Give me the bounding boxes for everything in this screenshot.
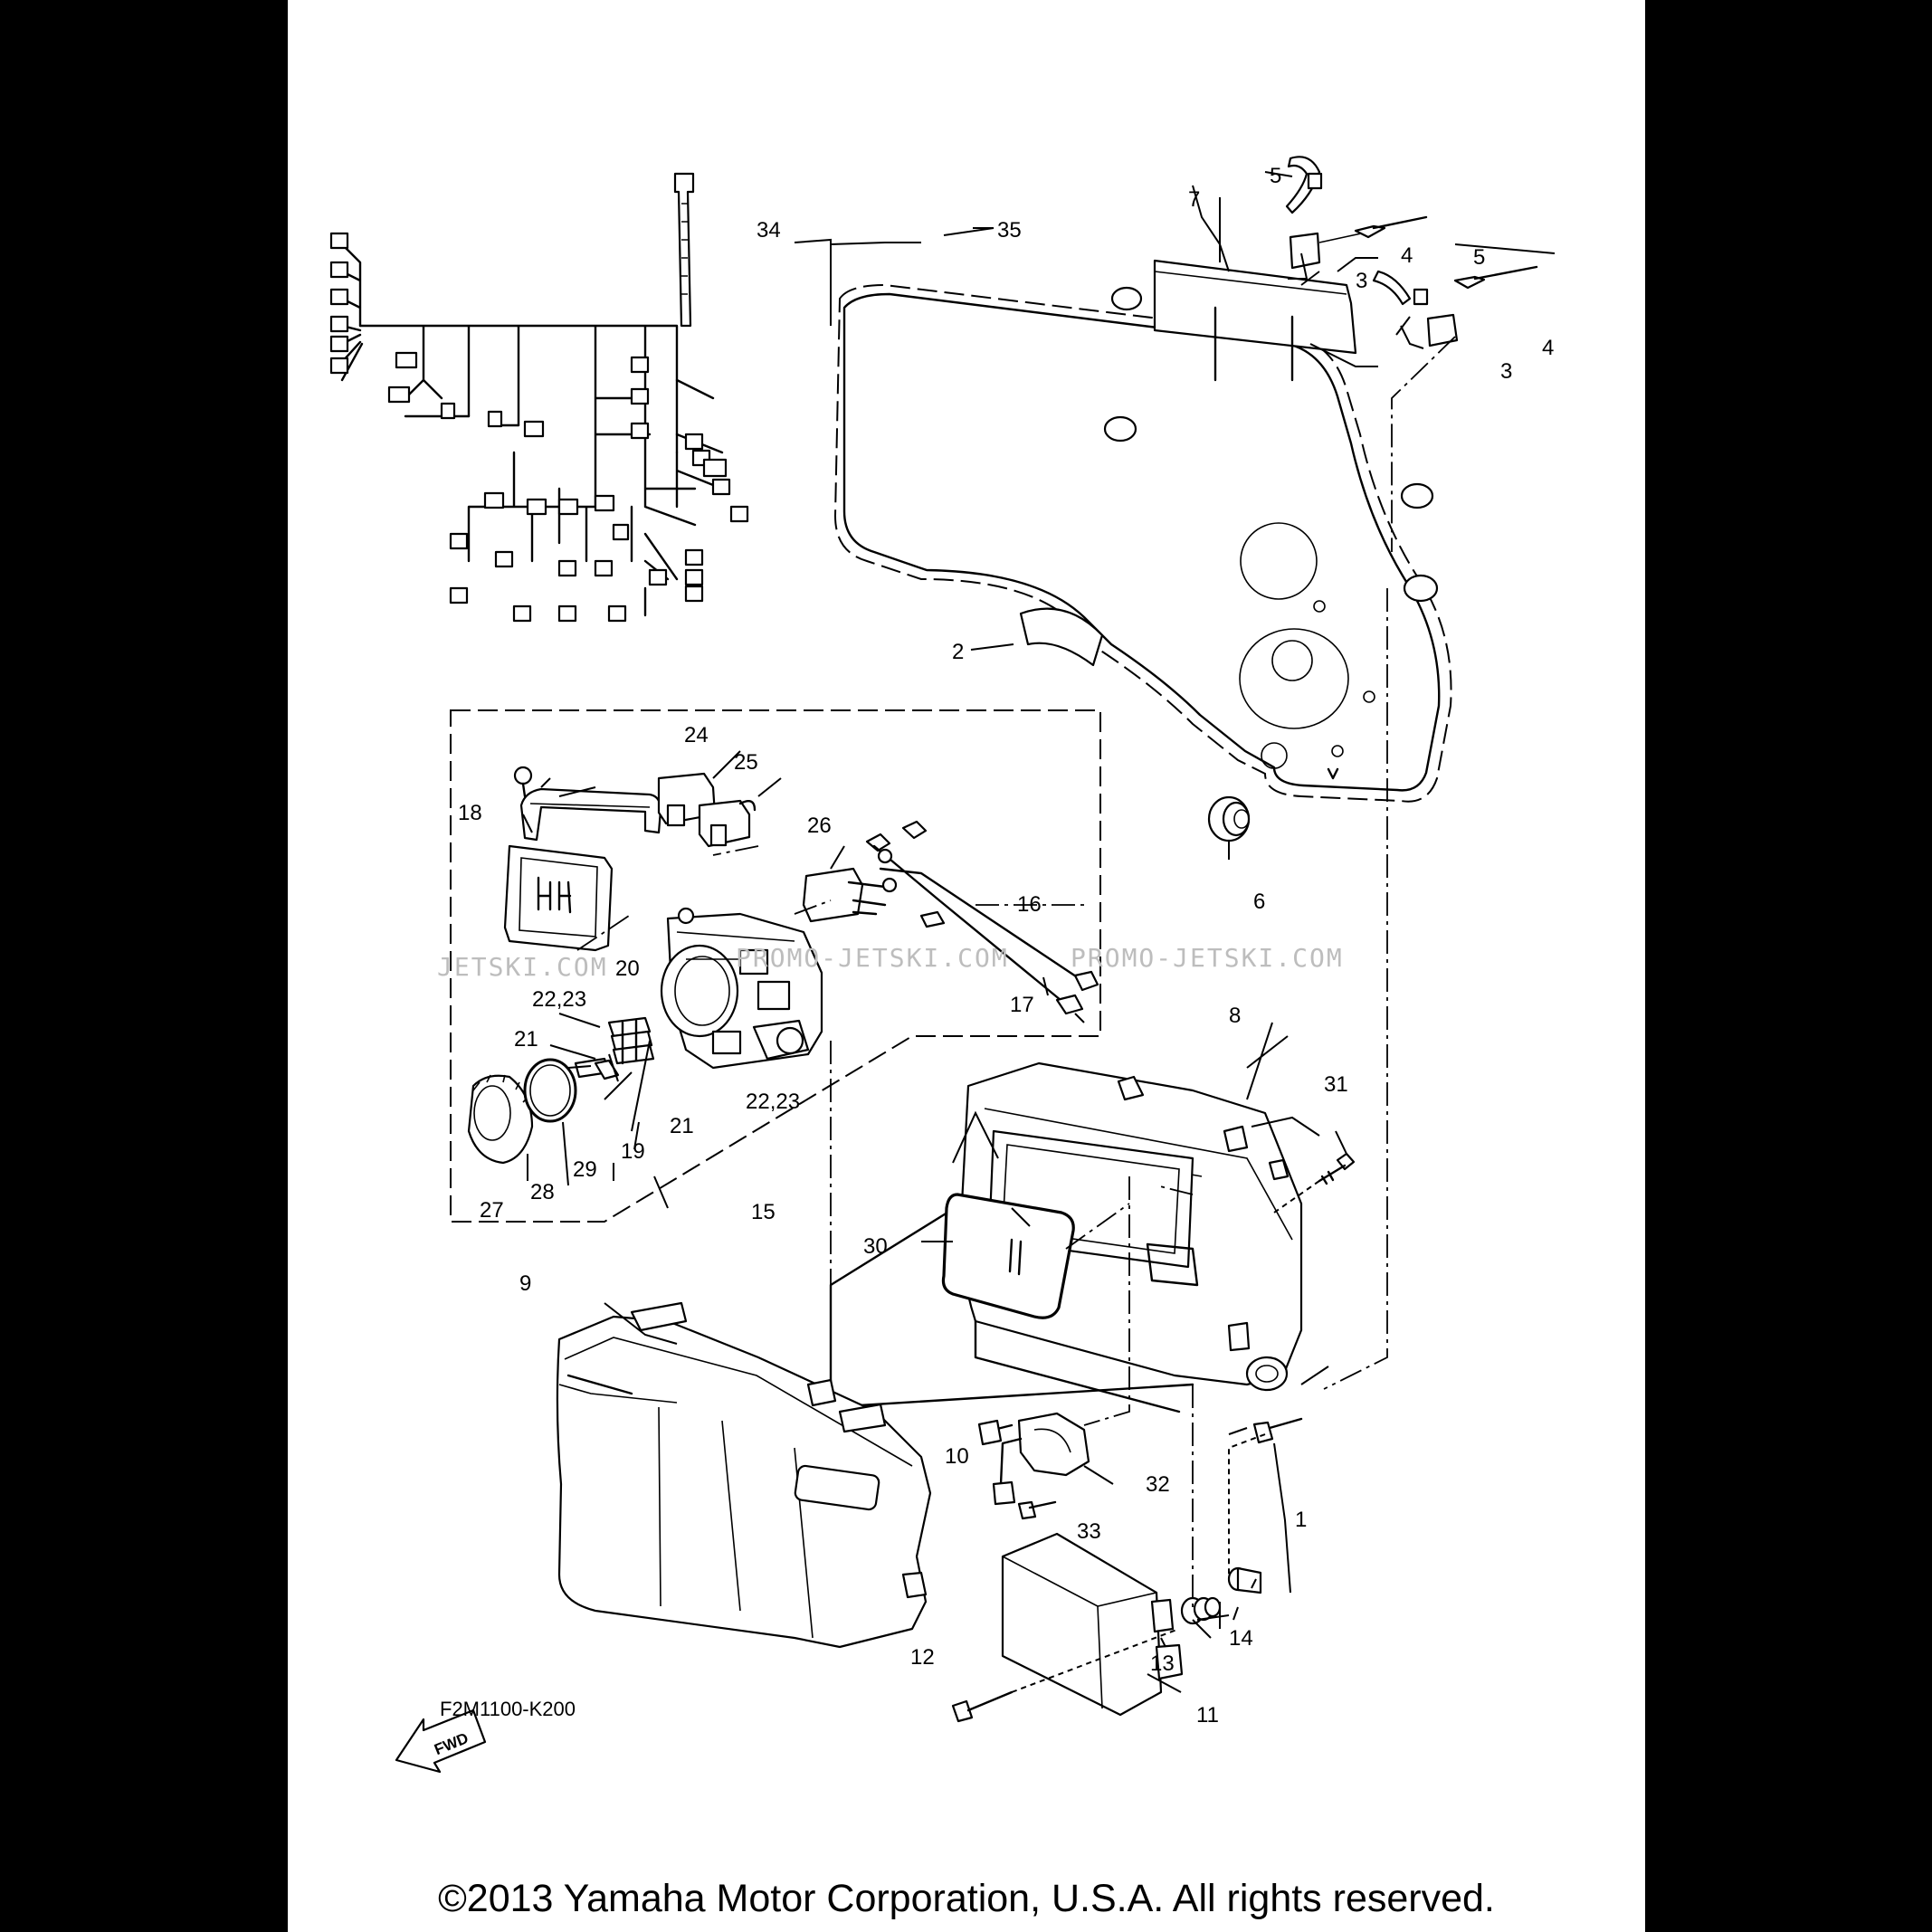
- callout-4a: 4: [1401, 243, 1413, 268]
- forward-arrow-icon: FWD: [395, 1708, 487, 1774]
- box-cover: [556, 1301, 932, 1649]
- exploded-parts-diagram: FWD JETSKI.COM PROMO-JETSKI.COM PROMO-JE…: [329, 156, 1556, 1774]
- callout-14: 14: [1229, 1626, 1253, 1651]
- callout-16: 16: [1017, 892, 1042, 917]
- watermark-left: JETSKI.COM: [437, 952, 608, 982]
- callout-11: 11: [1196, 1703, 1219, 1727]
- callout-9: 9: [519, 1271, 531, 1296]
- callout-13: 13: [1150, 1651, 1175, 1676]
- callout-35: 35: [997, 218, 1022, 243]
- callout-25: 25: [734, 750, 758, 775]
- callout-5a: 5: [1270, 164, 1281, 188]
- callout-12: 12: [910, 1645, 935, 1670]
- callout-27: 27: [480, 1198, 504, 1223]
- callout-22-23b: 22,23: [746, 1090, 800, 1114]
- collar: [1227, 1566, 1262, 1594]
- callout-17: 17: [1010, 993, 1034, 1017]
- bolt-12: [951, 1628, 1180, 1723]
- watermark-center: PROMO-JETSKI.COM: [736, 943, 1009, 973]
- sensor: [802, 867, 887, 923]
- callout-21a: 21: [514, 1027, 538, 1052]
- callout-5b: 5: [1473, 245, 1485, 270]
- cable-tie: [673, 172, 695, 328]
- callout-4b: 4: [1542, 336, 1554, 360]
- wire-harness: [329, 232, 749, 623]
- callout-24: 24: [684, 723, 709, 747]
- diagram-code: F2M1100-K200: [440, 1698, 576, 1720]
- callout-31: 31: [1324, 1072, 1348, 1097]
- cap: [467, 1074, 534, 1165]
- callout-22-23a: 22,23: [532, 987, 586, 1012]
- callout-34: 34: [757, 218, 781, 243]
- grommet: [1019, 607, 1104, 667]
- cover: [503, 844, 614, 952]
- callout-29: 29: [573, 1157, 597, 1182]
- callout-28: 28: [530, 1180, 555, 1204]
- callout-33: 33: [1077, 1519, 1101, 1544]
- callout-6: 6: [1253, 890, 1265, 914]
- callout-26: 26: [807, 814, 832, 838]
- callout-3b: 3: [1500, 359, 1512, 384]
- copyright-notice: ©2013 Yamaha Motor Corporation, U.S.A. A…: [438, 1877, 1495, 1920]
- callout-19: 19: [621, 1139, 645, 1164]
- leader-lines: [522, 171, 1556, 1693]
- electrical-plate: [833, 283, 1452, 803]
- sensor-32: [977, 1412, 1090, 1520]
- damper: [1180, 1596, 1222, 1625]
- callout-18: 18: [458, 801, 482, 825]
- callout-30: 30: [863, 1234, 888, 1259]
- rubber-grommet: [1207, 795, 1251, 842]
- label-plate: [1153, 259, 1357, 382]
- watermark-right: PROMO-JETSKI.COM: [1071, 943, 1344, 973]
- ecu-module: [1001, 1532, 1184, 1717]
- callout-20: 20: [615, 956, 640, 981]
- callout-8: 8: [1229, 1004, 1241, 1028]
- callout-1: 1: [1295, 1508, 1307, 1532]
- hoses: [865, 820, 1099, 1015]
- diagram-sheet: FWD JETSKI.COM PROMO-JETSKI.COM PROMO-JE…: [288, 0, 1645, 1932]
- gasket: [941, 1193, 1075, 1319]
- throttle-body: [660, 907, 823, 1070]
- callout-10: 10: [945, 1444, 969, 1469]
- clamps: [1285, 156, 1538, 552]
- relays: [657, 772, 757, 848]
- callout-32: 32: [1146, 1472, 1170, 1497]
- bolt-1: [1228, 1417, 1303, 1575]
- callout-7: 7: [1188, 187, 1200, 212]
- bolt-31: [1273, 1152, 1356, 1213]
- assembly-line: [1323, 588, 1388, 1390]
- callout-15: 15: [751, 1200, 776, 1224]
- relay-bracket: [513, 766, 662, 842]
- callout-3a: 3: [1356, 269, 1367, 293]
- callout-2: 2: [952, 640, 964, 664]
- callout-21b: 21: [670, 1114, 694, 1138]
- o-ring: [523, 1058, 577, 1123]
- clip: [594, 1059, 620, 1080]
